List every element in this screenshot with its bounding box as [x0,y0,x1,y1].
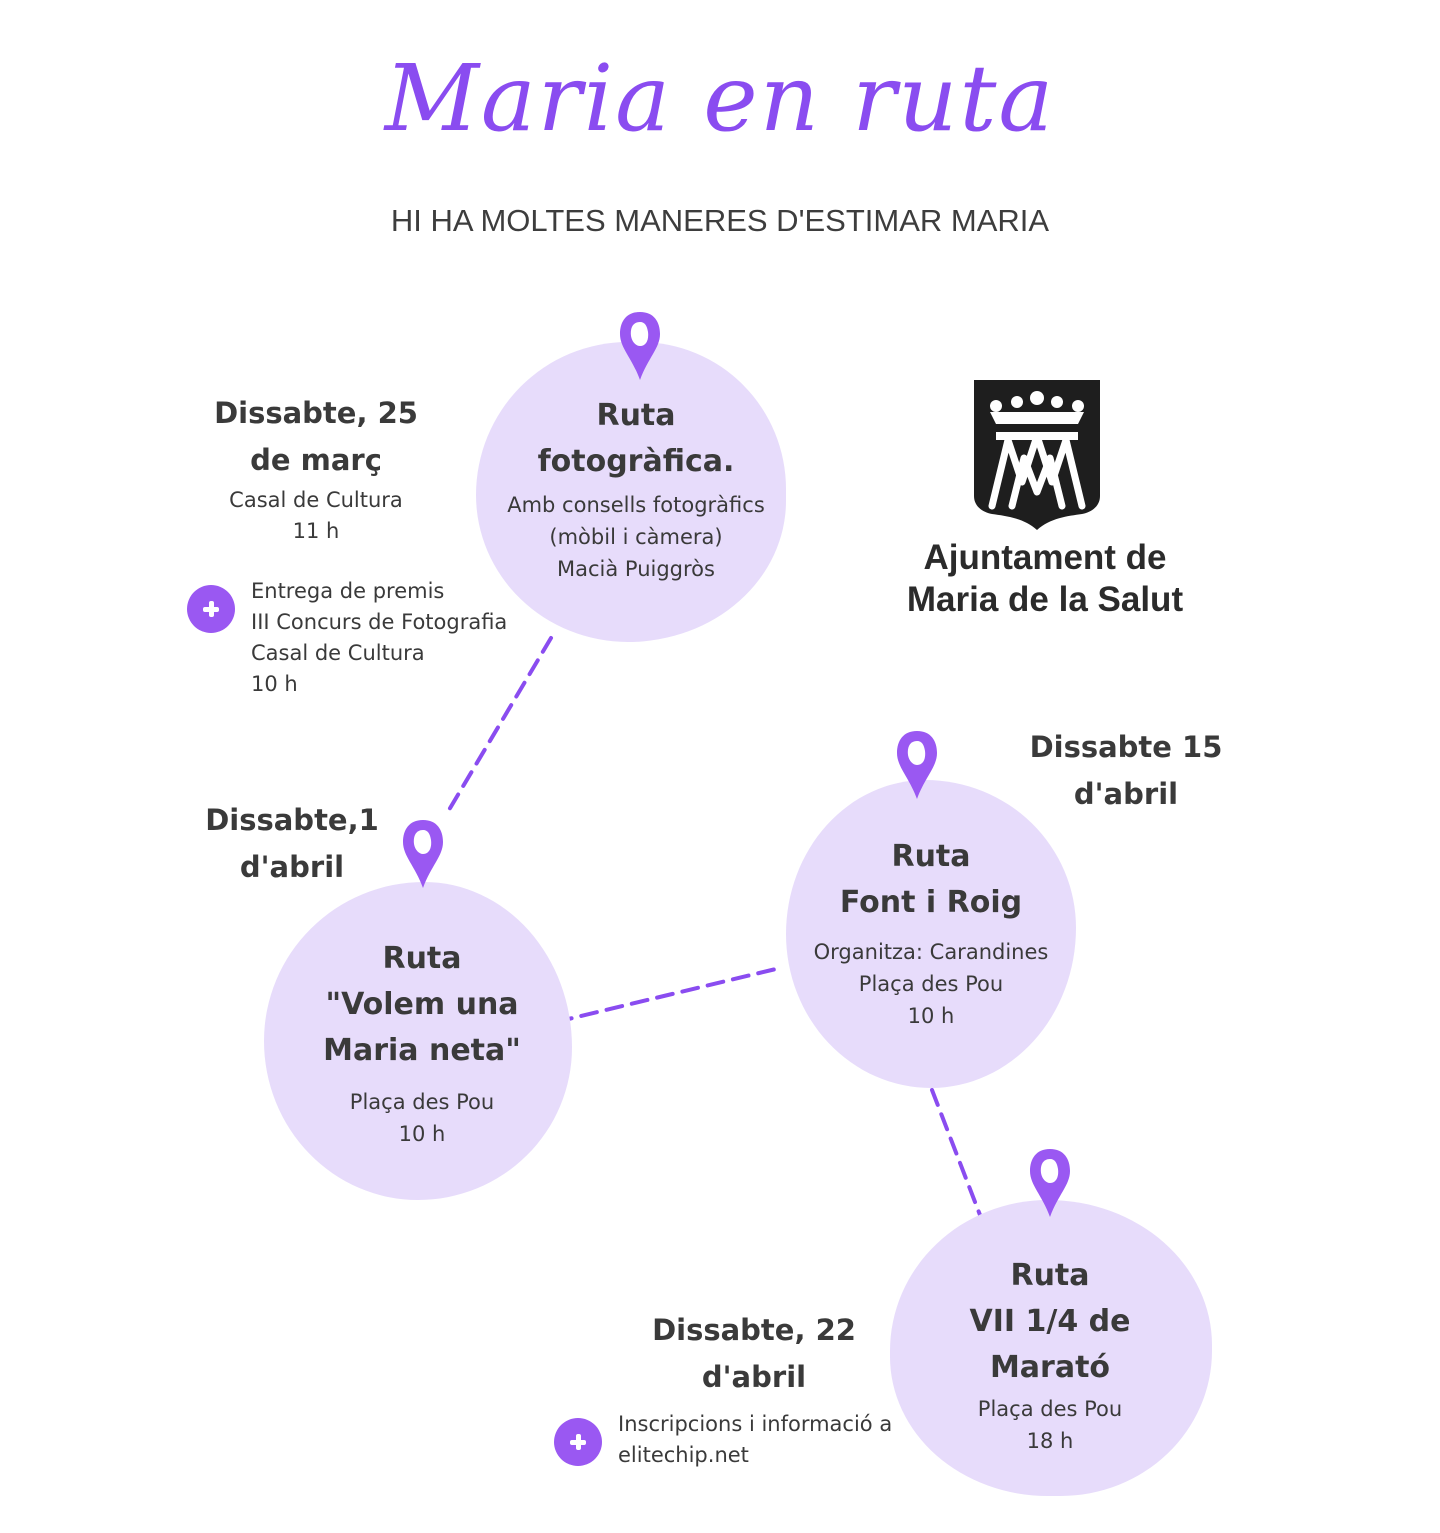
route-blob-4 [890,1200,1212,1496]
route-1-place: Casal de Cultura [229,488,403,512]
route-4-date-line1: Dissabte, 22 [652,1313,856,1347]
route-3-date-line2: d'abril [1073,777,1179,811]
route-1-extra-line3: Casal de Cultura [251,641,425,665]
plus-icon [187,585,235,633]
route-1-title-line2: fotogràfica. [537,444,735,479]
route-1-extra-line4: 10 h [251,672,298,696]
route-1-date: Dissabte, 25 de març [186,390,446,484]
route-3-detail-line2: Plaça des Pou [858,972,1004,996]
coat-of-arms-icon [974,380,1100,530]
route-blob-1 [476,342,786,642]
route-2-details: Plaça des Pou 10 h [272,1086,572,1150]
route-2-title-line2: "Volem una [325,987,519,1022]
plus-icon [554,1418,602,1466]
route-1-date-line1: Dissabte, 25 [214,396,418,430]
municipality-name-line1: Ajuntament de [923,538,1167,577]
route-1-extra-line2: III Concurs de Fotografia [251,610,508,634]
route-3-title-line1: Ruta [891,839,971,874]
connector-1-2 [444,636,553,817]
route-2-title-line3: Maria neta" [323,1033,521,1068]
route-1-place-time: Casal de Cultura 11 h [186,485,446,547]
route-3-date: Dissabte 15 d'abril [1006,724,1246,818]
poster-title: Maria en ruta [384,45,1056,152]
connector-2-3 [554,966,782,1024]
map-pin-icon [897,731,937,799]
route-4-title-line2: VII 1/4 de [969,1304,1131,1339]
map-pin-icon [620,312,660,380]
route-4-extra-line1: Inscripcions i informació a [618,1412,893,1436]
route-1-content: Ruta fotogràfica. Amb consells fotogràfi… [486,393,786,585]
route-2-date-line1: Dissabte,1 [205,803,379,837]
route-1-detail-line3: Macià Puiggròs [557,557,715,581]
route-4-extra: Inscripcions i informació a elitechip.ne… [618,1409,908,1471]
connector-3-4 [930,1088,982,1217]
route-2-date: Dissabte,1 d'abril [172,797,412,891]
route-blob-2 [264,882,572,1200]
municipality-name: Ajuntament de Maria de la Salut [880,537,1210,621]
map-pin-icon [1030,1149,1070,1217]
route-2-title-line1: Ruta [382,941,462,976]
route-1-date-line2: de març [250,443,382,477]
route-4-detail-line1: Plaça des Pou [977,1397,1123,1421]
route-4-date: Dissabte, 22 d'abril [624,1307,884,1401]
route-4-details: Plaça des Pou 18 h [900,1393,1200,1457]
route-blob-3 [786,780,1076,1088]
route-1-time: 11 h [292,519,340,543]
route-1-title-line1: Ruta [596,398,676,433]
route-4-detail-line2: 18 h [1026,1429,1074,1453]
route-3-details: Organitza: Carandines Plaça des Pou 10 h [786,936,1076,1032]
route-1-extra: Entrega de premis III Concurs de Fotogra… [251,576,521,700]
route-4-extra-line2[interactable]: elitechip.net [618,1443,749,1467]
route-1-extra-line1: Entrega de premis [251,579,445,603]
route-2-content: Ruta "Volem una Maria neta" Plaça des Po… [272,936,572,1150]
route-4-date-line2: d'abril [701,1360,807,1394]
route-3-content: Ruta Font i Roig Organitza: Carandines P… [786,834,1076,1032]
route-2-detail-line2: 10 h [398,1122,446,1146]
route-4-content: Ruta VII 1/4 de Marató Plaça des Pou 18 … [900,1253,1200,1457]
route-4-title-line3: Marató [989,1350,1111,1385]
municipality-name-line2: Maria de la Salut [906,580,1184,619]
route-3-date-line1: Dissabte 15 [1029,730,1223,764]
route-4-title-line1: Ruta [1010,1258,1090,1293]
route-1-details: Amb consells fotogràfics (mòbil i càmera… [486,489,786,585]
route-1-detail-line2: (mòbil i càmera) [549,525,723,549]
poster-subtitle: HI HA MOLTES MANERES D'ESTIMAR MARIA [390,203,1050,238]
route-2-date-line2: d'abril [239,850,345,884]
route-2-detail-line1: Plaça des Pou [349,1090,495,1114]
route-1-detail-line1: Amb consells fotogràfics [507,493,765,517]
route-3-detail-line3: 10 h [907,1004,955,1028]
map-pin-icon [403,820,443,888]
route-3-detail-line1: Organitza: Carandines [813,940,1049,964]
route-3-title-line2: Font i Roig [839,885,1023,920]
